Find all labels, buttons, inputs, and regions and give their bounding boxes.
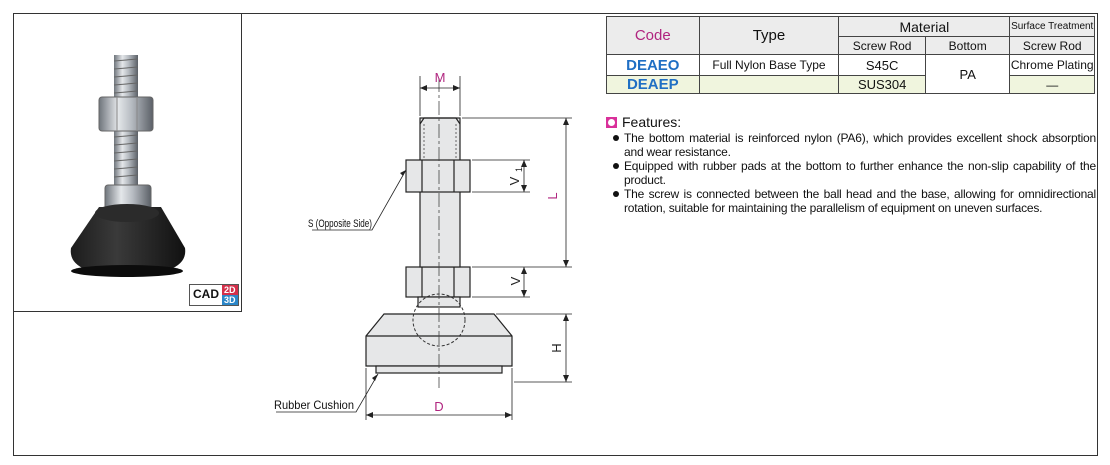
surface-treatment-header: Surface Treatment bbox=[1009, 16, 1095, 37]
product-photo bbox=[70, 55, 186, 277]
outer-frame bbox=[13, 13, 1098, 456]
type-cell bbox=[698, 75, 840, 94]
dim-l-label: L bbox=[545, 192, 560, 199]
screw-rod-surface-header: Screw Rod bbox=[1009, 36, 1095, 55]
product-photo-box bbox=[13, 13, 242, 312]
spec-table: Code Type Material Surface Treatment Scr… bbox=[606, 16, 1095, 94]
list-item: The bottom material is reinforced nylon … bbox=[606, 131, 1096, 159]
material-header: Material bbox=[838, 16, 1011, 37]
dim-v-label: V bbox=[508, 276, 523, 285]
table-row: DEAEP SUS304 — bbox=[606, 75, 1095, 94]
upper-nut-shape bbox=[405, 159, 471, 193]
cad-3d-label: 3D bbox=[222, 295, 238, 305]
screw-rod-cell: SUS304 bbox=[838, 75, 926, 94]
technical-drawing: M L V 1 V H D S (Opposite Side) Rubber C… bbox=[274, 70, 572, 420]
dim-h-label: H bbox=[549, 343, 564, 352]
code-cell[interactable]: DEAEO bbox=[606, 54, 700, 76]
list-item: Equipped with rubber pads at the bottom … bbox=[606, 159, 1096, 187]
dim-m-label: M bbox=[435, 70, 446, 85]
lower-nut-shape bbox=[405, 266, 471, 298]
cad-2d-label: 2D bbox=[222, 285, 238, 295]
surface-cell: — bbox=[1009, 75, 1095, 94]
surface-cell: Chrome Plating bbox=[1009, 54, 1095, 76]
dim-v1-label: V bbox=[507, 176, 522, 185]
features-section: Features: The bottom material is reinfor… bbox=[606, 115, 1096, 215]
code-cell[interactable]: DEAEP bbox=[606, 75, 700, 94]
circle-square-icon bbox=[606, 116, 617, 128]
screw-rod-cell: S45C bbox=[838, 54, 926, 76]
cad-label: CAD bbox=[193, 287, 219, 301]
code-header: Code bbox=[606, 16, 700, 55]
type-header: Type bbox=[698, 16, 840, 55]
list-item: The screw is connected between the ball … bbox=[606, 187, 1096, 215]
cad-badge[interactable]: CAD 2D 3D bbox=[189, 284, 239, 306]
dim-v1-subscript: 1 bbox=[514, 167, 524, 172]
s-opposite-side-label: S (Opposite Side) bbox=[308, 218, 372, 230]
table-row: DEAEO Full Nylon Base Type S45C PA Chrom… bbox=[606, 54, 1095, 94]
dim-d-label: D bbox=[434, 399, 443, 414]
features-list: The bottom material is reinforced nylon … bbox=[606, 131, 1096, 215]
bottom-cell: PA bbox=[924, 54, 1011, 94]
features-title: Features: bbox=[622, 114, 682, 130]
screw-rod-header: Screw Rod bbox=[838, 36, 926, 55]
rubber-cushion-label: Rubber Cushion bbox=[274, 398, 354, 412]
bottom-header: Bottom bbox=[924, 36, 1011, 55]
type-cell: Full Nylon Base Type bbox=[698, 54, 840, 76]
features-heading: Features: bbox=[606, 115, 1096, 129]
